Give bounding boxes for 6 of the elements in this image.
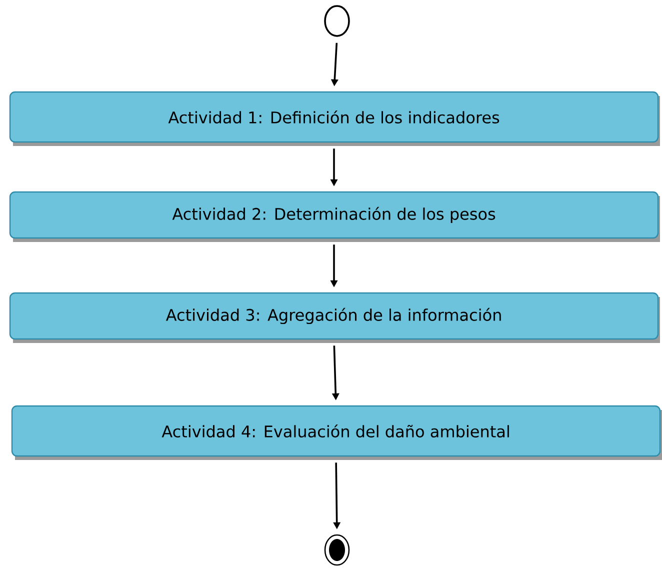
process-box: Actividad 2: Determinación de los pesos (9, 191, 660, 242)
process-box: Actividad 4: Evaluación del daño ambiental (11, 405, 662, 460)
start-node (324, 5, 350, 37)
process-box: Actividad 1: Definición de los indicadores (9, 91, 660, 146)
end-node (324, 534, 350, 566)
process-box: Actividad 3: Agregación de la información (9, 292, 660, 343)
